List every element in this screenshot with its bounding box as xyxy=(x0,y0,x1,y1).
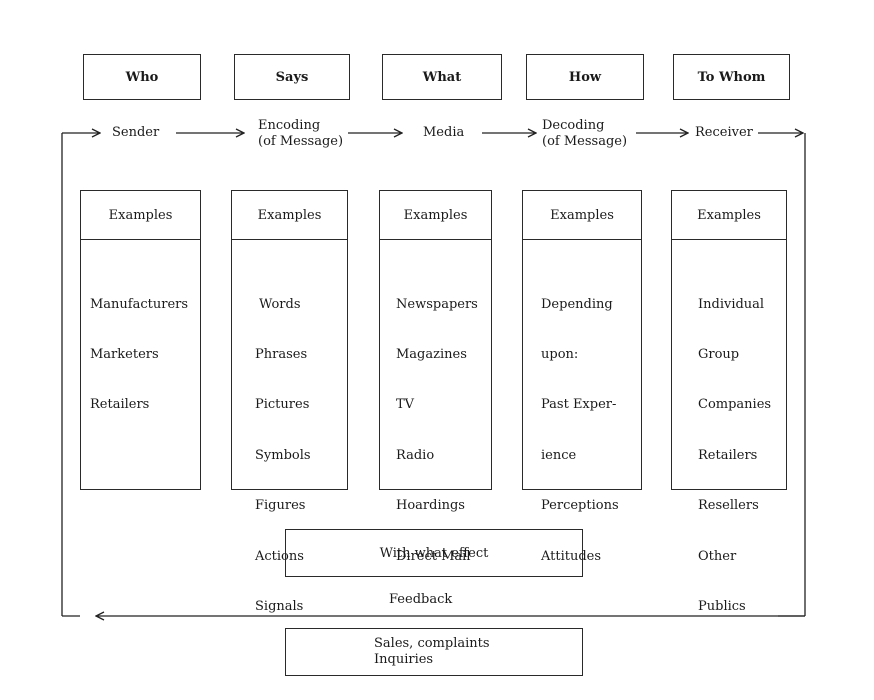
list-item: upon: xyxy=(541,346,579,362)
examples-column-says: Examples Words Phrases Pictures Symbols … xyxy=(231,190,348,614)
list-item: Retailers xyxy=(698,447,758,463)
flow-encoding-line2: (of Message) xyxy=(258,134,344,149)
list-item: Group xyxy=(698,346,740,362)
effect-box: With what effect xyxy=(285,529,583,577)
examples-heading: Examples xyxy=(380,191,491,240)
flow-encoding-line1: Encoding xyxy=(258,118,321,133)
list-item: Actions xyxy=(255,548,304,564)
list-item: Attitudes xyxy=(541,548,602,564)
list-item: Companies xyxy=(698,397,772,413)
header-who: Who xyxy=(83,54,201,100)
list-item: Retailers xyxy=(90,397,150,413)
examples-list-how: Depending upon: Past Exper- ience Percep… xyxy=(541,263,619,599)
list-item: Newspapers xyxy=(396,296,478,312)
examples-column-who: Examples Manufacturers Marketers Retaile… xyxy=(80,190,201,490)
examples-heading: Examples xyxy=(81,191,200,240)
list-item: TV xyxy=(396,397,415,413)
flow-encoding: Encoding (of Message) xyxy=(258,118,343,150)
list-item: Perceptions xyxy=(541,498,619,514)
flow-decoding-line2: (of Message) xyxy=(542,134,628,149)
header-says: Says xyxy=(234,54,350,100)
list-item: Radio xyxy=(396,447,435,463)
header-how: How xyxy=(526,54,644,100)
list-item: Words xyxy=(259,296,301,312)
outcome-line1: Sales, complaints xyxy=(374,636,490,651)
list-item: Publics xyxy=(698,598,746,614)
list-item: Signals xyxy=(255,598,304,614)
effect-label: With what effect xyxy=(379,545,489,561)
list-item: Past Exper- xyxy=(541,397,617,413)
list-item: Hoardings xyxy=(396,498,465,514)
list-item: Pictures xyxy=(255,397,310,413)
examples-list-to-whom: Individual Group Companies Retailers Res… xyxy=(698,263,771,649)
examples-column-how: Examples Depending upon: Past Exper- ien… xyxy=(522,190,642,564)
examples-heading: Examples xyxy=(523,191,641,240)
flow-media: Media xyxy=(423,125,465,140)
outcome-text: Sales, complaints Inquiries xyxy=(374,636,490,668)
list-item: Resellers xyxy=(698,498,759,514)
list-item: Individual xyxy=(698,296,765,312)
header-what: What xyxy=(382,54,502,100)
list-item: Figures xyxy=(255,498,306,514)
examples-column-what: Examples Newspapers Magazines TV Radio H… xyxy=(379,190,492,564)
list-item: Other xyxy=(698,548,737,564)
examples-heading: Examples xyxy=(232,191,347,240)
flow-decoding-line1: Decoding xyxy=(542,118,605,133)
list-item: Magazines xyxy=(396,346,467,362)
list-item: ience xyxy=(541,447,577,463)
list-item: Depending xyxy=(541,296,613,312)
outcome-line2: Inquiries xyxy=(374,652,434,667)
flow-receiver: Receiver xyxy=(695,125,753,140)
header-to-whom: To Whom xyxy=(673,54,790,100)
flow-decoding: Decoding (of Message) xyxy=(542,118,627,150)
list-item: Phrases xyxy=(255,346,308,362)
list-item: Direct Mail xyxy=(396,548,471,564)
flow-sender: Sender xyxy=(112,125,160,140)
outcome-box: Sales, complaints Inquiries xyxy=(285,628,583,676)
examples-heading: Examples xyxy=(672,191,786,240)
examples-list-says: Words Phrases Pictures Symbols Figures A… xyxy=(255,263,311,649)
examples-list-who: Manufacturers Marketers Retailers xyxy=(90,263,188,448)
list-item: Symbols xyxy=(255,447,311,463)
examples-column-to-whom: Examples Individual Group Companies Reta… xyxy=(671,190,787,614)
feedback-label: Feedback xyxy=(389,592,453,607)
examples-list-what: Newspapers Magazines TV Radio Hoardings … xyxy=(396,263,478,599)
list-item: Marketers xyxy=(90,346,159,362)
list-item: Manufacturers xyxy=(90,296,189,312)
